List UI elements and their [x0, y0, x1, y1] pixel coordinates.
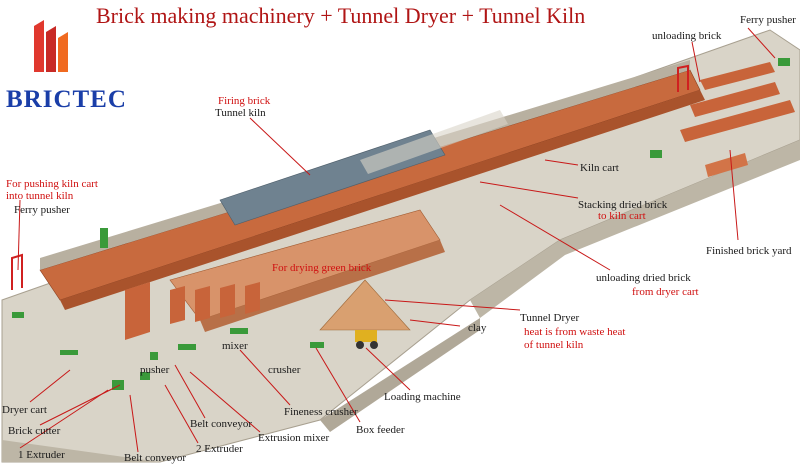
- finished-brick-stacks: [680, 62, 795, 177]
- label-tunnel-kiln: Tunnel kiln: [215, 107, 266, 119]
- label-for-drying-green-brick: For drying green brick: [272, 262, 372, 274]
- tunnel-dryer-building: [169, 209, 445, 332]
- loading-machine-figure: [355, 330, 378, 349]
- brand-name: BRICTEC: [6, 86, 127, 113]
- label-brick-cutter: Brick cutter: [8, 425, 61, 437]
- label-pusher: pusher: [140, 364, 170, 376]
- label-belt-conveyor-1: Belt conveyor: [190, 418, 253, 430]
- label-tunnel-dryer: Tunnel Dryer: [520, 312, 580, 324]
- label-kiln-cart: Kiln cart: [580, 162, 619, 174]
- machines: [12, 58, 790, 390]
- label-from-dryer-cart: from dryer cart: [632, 286, 699, 298]
- label-mixer: mixer: [222, 340, 248, 352]
- leader-lines: [17, 27, 776, 453]
- label-heat-line2: of tunnel kiln: [524, 339, 584, 351]
- label-box-feeder: Box feeder: [356, 424, 405, 436]
- diagram-title: Brick making machinery + Tunnel Dryer + …: [96, 3, 586, 28]
- brick-walls: [125, 282, 260, 340]
- label-for-pushing-line2: into tunnel kiln: [6, 190, 74, 202]
- label-finished-brick-yard: Finished brick yard: [706, 245, 792, 257]
- label-unloading-brick: unloading brick: [652, 30, 722, 42]
- tunnel-kiln-building: [39, 60, 705, 310]
- label-firing-brick: Firing brick: [218, 95, 271, 107]
- label-extruder-2: 2 Extruder: [196, 443, 243, 455]
- label-unloading-dried-brick: unloading dried brick: [596, 272, 691, 284]
- label-ferry-pusher-top: Ferry pusher: [740, 14, 796, 26]
- label-to-kiln-cart: to kiln cart: [598, 210, 646, 222]
- label-extrusion-mixer: Extrusion mixer: [258, 432, 330, 444]
- label-extruder-1: 1 Extruder: [18, 449, 65, 461]
- brand-logo: [34, 20, 68, 72]
- label-crusher: crusher: [268, 364, 301, 376]
- label-dryer-cart: Dryer cart: [2, 404, 47, 416]
- label-clay: clay: [468, 322, 487, 334]
- label-heat-line1: heat is from waste heat: [524, 326, 626, 338]
- label-fineness-crusher: Fineness crusher: [284, 406, 358, 418]
- label-stacking-dried-brick: Stacking dried brick: [578, 199, 668, 211]
- label-loading-machine: Loading machine: [384, 391, 461, 403]
- label-for-pushing-line1: For pushing kiln cart: [6, 178, 98, 190]
- label-ferry-pusher-left: Ferry pusher: [14, 204, 70, 216]
- ferry-pusher-frames: [11, 64, 689, 290]
- label-belt-conveyor-2: Belt conveyor: [124, 452, 187, 464]
